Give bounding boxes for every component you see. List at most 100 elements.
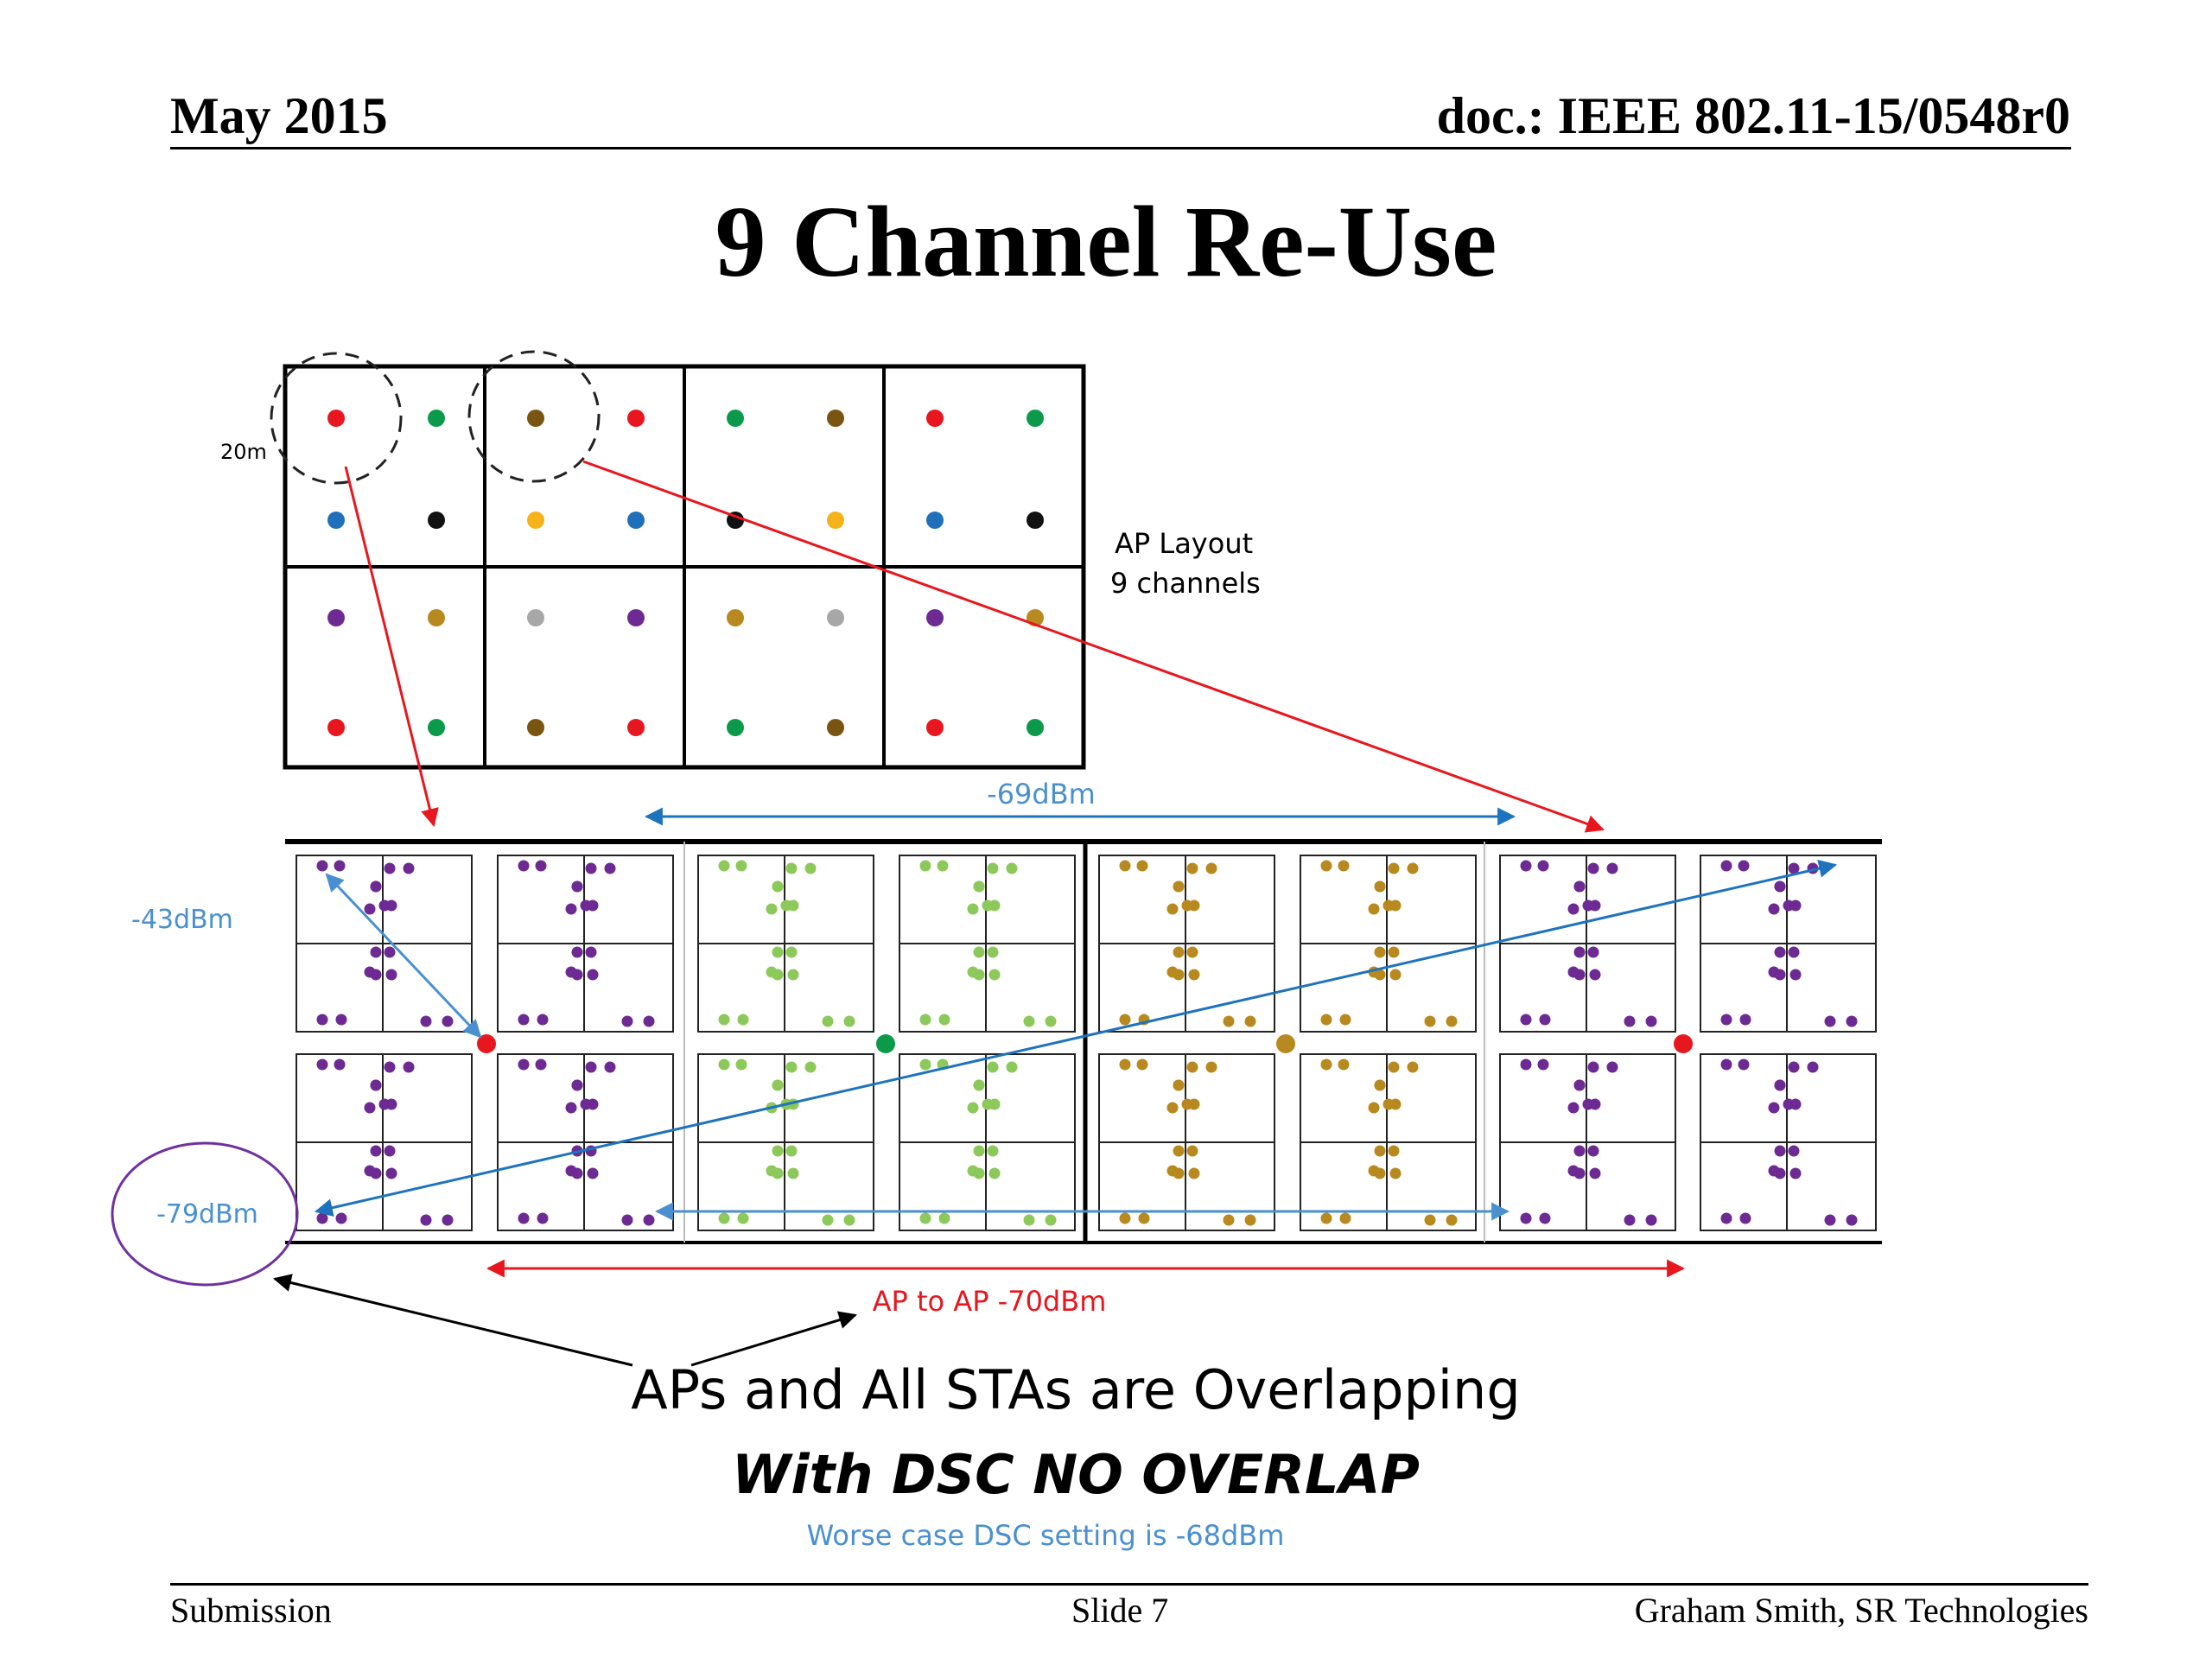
sta-dot: [403, 1061, 415, 1073]
ap-dot: [327, 609, 345, 626]
zoom-arrow-right: [582, 460, 1605, 833]
sta-dot: [1244, 1214, 1256, 1226]
ap-dot: [926, 410, 944, 427]
ap-dot: [1027, 410, 1044, 427]
sta-dot: [585, 862, 597, 874]
sta-dot: [1374, 1145, 1386, 1157]
sta-dot: [1788, 1061, 1800, 1073]
sta-dot: [1774, 946, 1786, 958]
sta-dot: [804, 1061, 817, 1073]
ap-dot: [926, 609, 944, 626]
ap-dot: [627, 410, 645, 427]
sta-dot: [1136, 1058, 1148, 1071]
ap-dot: [428, 512, 445, 529]
header-rule: [170, 147, 2071, 149]
sta-dot: [718, 1058, 730, 1071]
label-79dbm: -79dBm: [156, 1199, 258, 1230]
sta-dot: [919, 1058, 931, 1071]
sta-dot: [1774, 1145, 1786, 1157]
sta-dot: [787, 899, 799, 912]
sta-dot: [1606, 862, 1618, 874]
sta-dot: [1023, 1214, 1035, 1226]
sta-dot: [1424, 1015, 1436, 1027]
scale-label: 20m: [220, 440, 267, 464]
sta-dot: [1389, 969, 1402, 981]
sta-dot: [370, 946, 382, 958]
sta-dot: [737, 1014, 749, 1026]
sta-dot: [1846, 1015, 1858, 1027]
sta-dot: [1738, 860, 1750, 872]
sta-dot: [565, 1102, 577, 1114]
sta-dot: [1166, 1102, 1179, 1114]
sta-dot: [1589, 899, 1601, 912]
sta-dot: [420, 1015, 432, 1027]
sta-dot: [643, 1214, 655, 1226]
caption-overlapping: APs and All STAs are Overlapping: [631, 1358, 1520, 1421]
sta-dot: [967, 966, 979, 978]
footer-rule: [170, 1583, 2088, 1586]
sta-dot: [316, 1058, 328, 1071]
sta-dot: [1768, 903, 1780, 915]
sta-dot: [1446, 1214, 1458, 1226]
sta-dot: [1768, 1165, 1780, 1177]
ap-dot: [627, 512, 645, 529]
sta-dot: [1166, 1165, 1179, 1177]
sta-dot: [587, 1167, 599, 1179]
sta-dot: [1388, 862, 1400, 874]
sta-dot: [1389, 1167, 1402, 1179]
sta-dot: [822, 1214, 834, 1226]
sta-dot: [1537, 860, 1549, 872]
sta-dot: [384, 1145, 396, 1157]
sta-dot: [1188, 1098, 1200, 1110]
sta-dot: [1573, 1145, 1586, 1157]
ap-dot: [527, 609, 544, 626]
sta-dot: [1606, 1061, 1618, 1073]
sta-dot: [537, 1212, 549, 1224]
sta-dot: [1045, 1214, 1057, 1226]
sta-dot: [967, 1165, 979, 1177]
sta-dot: [987, 1145, 999, 1157]
sta-dot: [822, 1015, 834, 1027]
sta-dot: [537, 1014, 549, 1026]
sta-dot: [384, 946, 396, 958]
label-69dbm: -69dBm: [987, 778, 1096, 810]
sta-dot: [967, 1102, 979, 1114]
sta-dot: [403, 862, 415, 874]
sta-dot: [973, 880, 985, 893]
sta-dot: [1573, 1079, 1586, 1091]
sta-dot: [1589, 969, 1601, 981]
sta-dot: [988, 969, 1001, 981]
sta-dot: [1119, 1212, 1131, 1224]
ap-dot: [1027, 512, 1044, 529]
sta-dot: [1186, 946, 1198, 958]
sta-dot: [1573, 880, 1586, 893]
footer-author: Graham Smith, SR Technologies: [1634, 1591, 2088, 1630]
ap-dot: [827, 609, 844, 626]
sta-dot: [1407, 1061, 1419, 1073]
sta-dot: [1567, 903, 1580, 915]
sta-dot: [1587, 946, 1599, 958]
sta-dot: [987, 1061, 999, 1073]
sta-dot: [772, 946, 784, 958]
ap-dot: [527, 512, 544, 529]
sta-dot: [1388, 1145, 1400, 1157]
sta-dot: [1338, 860, 1350, 872]
sta-dot: [565, 1165, 577, 1177]
slide-title: 9 Channel Re-Use: [715, 185, 1497, 298]
sta-dot: [1587, 1145, 1599, 1157]
sta-dot: [1768, 1102, 1780, 1114]
sta-dot: [1119, 1014, 1131, 1026]
sta-dot: [787, 969, 799, 981]
sta-dot: [919, 860, 931, 872]
ap-dot: [1027, 719, 1044, 736]
sta-dot: [643, 1015, 655, 1027]
ap-layout-label: AP Layout: [1115, 527, 1253, 560]
sta-dot: [772, 1145, 784, 1157]
sta-dot: [385, 1098, 397, 1110]
sta-dot: [518, 1014, 530, 1026]
sta-dot: [1774, 880, 1786, 893]
sta-dot: [772, 880, 784, 893]
sta-dot: [571, 946, 583, 958]
sta-dot: [987, 862, 999, 874]
